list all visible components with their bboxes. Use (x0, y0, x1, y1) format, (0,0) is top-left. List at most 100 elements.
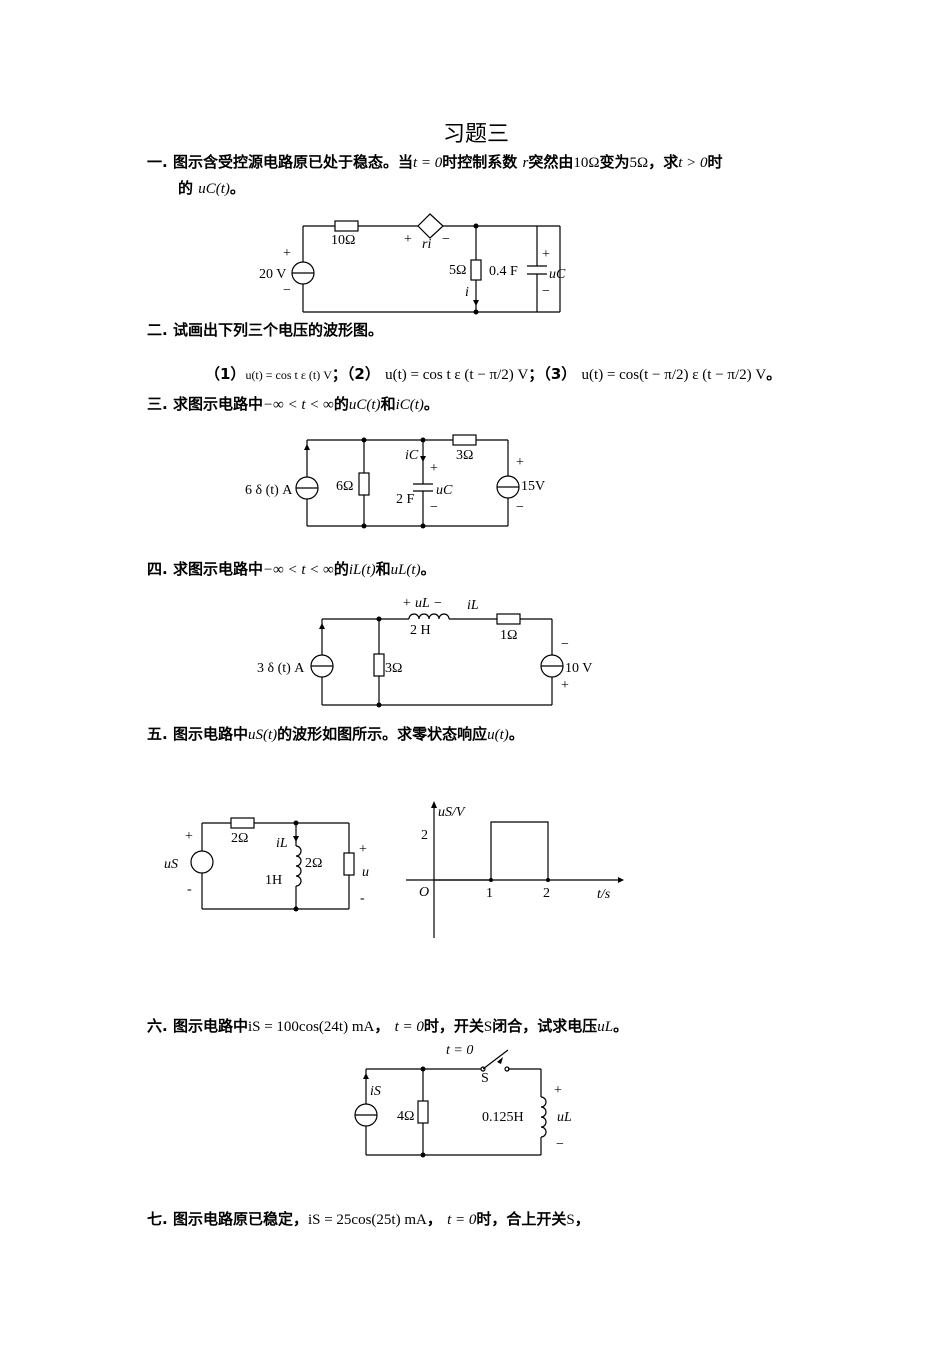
question-3: 三. 求图示电路中−∞ < t < ∞的uC(t)和iC(t)。 (147, 392, 439, 417)
x-tick-label: 1 (486, 886, 493, 901)
question-1-line2: 的 uC(t)。 (178, 176, 245, 201)
q1-cond: t = 0 (412, 155, 443, 171)
label-ul: uL (557, 1110, 572, 1125)
resistor-2ohm-series (230, 817, 255, 829)
label-r3: 3Ω (456, 448, 473, 463)
q1-number: 一. (147, 153, 168, 171)
label-r2b: 2Ω (305, 856, 322, 871)
q4-t1: iL(t) (348, 562, 376, 578)
label-r1: 1Ω (500, 628, 517, 643)
q5-end: 。 (508, 725, 524, 743)
circuit-1-wires (302, 225, 561, 313)
waveform-line (434, 821, 549, 881)
q4-and: 和 (375, 560, 391, 578)
q6-text-c: 时，开关 (423, 1017, 484, 1035)
label-plus: + (359, 842, 367, 857)
q1-r: r (522, 155, 529, 171)
label-ul: + uL − (402, 596, 442, 611)
x-axis-arrow-icon (618, 877, 624, 883)
q5-us: uS(t) (247, 727, 278, 743)
label-20v: 20 V (259, 267, 286, 282)
label-minus: − (516, 500, 524, 515)
label-uc: uC (436, 483, 453, 498)
question-5: 五. 图示电路中uS(t)的波形如图所示。求零状态响应u(t)。 (147, 722, 524, 747)
q6-text-d: 闭合，试求电压 (492, 1017, 598, 1035)
q2-e3: u(t) = cos(t − π/2) ε (t − π/2) V (581, 367, 767, 383)
label-il: iL (276, 836, 288, 851)
resistor-6ohm (358, 472, 370, 496)
q3-t1: uC(t) (348, 397, 381, 413)
y-axis-arrow-icon (431, 801, 437, 808)
q2-text: 试画出下列三个电压的波形图。 (172, 321, 383, 339)
y-tick-label: 2 (421, 828, 428, 843)
label-r6: 6Ω (336, 479, 353, 494)
question-6: 六. 图示电路中iS = 100cos(24t) mA， t = 0时，开关S闭… (147, 1014, 628, 1039)
q1-text: 图示含受控源电路原已处于稳态。当 (172, 153, 413, 171)
label-r2: 2Ω (231, 831, 248, 846)
q7-is: iS = 25cos(25t) mA (307, 1212, 427, 1228)
q4-range: −∞ < t < ∞ (262, 562, 334, 578)
resistor-3ohm (452, 434, 477, 446)
q7-end: ， (574, 1210, 590, 1228)
arrow-icon (473, 300, 479, 306)
label-minus: − (430, 500, 438, 515)
q3-text-b: 的 (333, 395, 349, 413)
q3-number: 三. (147, 395, 168, 413)
q5-text: 图示电路中 (172, 725, 248, 743)
label-ic: iC (405, 448, 419, 463)
resistor-10ohm (334, 220, 359, 232)
label-2f: 2 F (396, 492, 415, 507)
label-us: uS (164, 857, 178, 872)
label-plus: + (430, 461, 438, 476)
label-plus: + (185, 829, 193, 844)
label-t0: t = 0 (446, 1043, 473, 1058)
label-minus: − (542, 284, 550, 299)
q2-e2: u(t) = cos t ε (t − π/2) V (385, 367, 529, 383)
resistor-3ohm-q4 (373, 653, 385, 677)
q1-v1: 10Ω (573, 155, 600, 171)
q1-cond2: t > 0 (678, 155, 708, 171)
label-i: i (465, 285, 469, 300)
label-cap: 0.4 F (489, 264, 518, 279)
label-1h: 1H (265, 873, 282, 888)
q4-t2: uL(t) (390, 562, 421, 578)
label-plus: + (516, 455, 524, 470)
x-tick-dot (546, 878, 550, 882)
x-tick-dot (489, 878, 493, 882)
label-minus: - (187, 882, 192, 897)
voltage-source-us (190, 850, 214, 874)
page-title: 习题三 (442, 122, 509, 147)
q7-text: 图示电路原已稳定， (172, 1210, 308, 1228)
q1-v2: 5Ω (629, 155, 649, 171)
inductor-2h (408, 613, 450, 620)
label-s: S (481, 1071, 489, 1086)
q1-text-b: 时控制系数 (442, 153, 518, 171)
label-3delta: 3 δ (t) A (257, 661, 305, 676)
resistor-1ohm (496, 613, 521, 625)
label-u: u (362, 865, 369, 880)
q3-range: −∞ < t < ∞ (262, 397, 334, 413)
label-15v: 15V (521, 479, 545, 494)
q3-end: 。 (423, 395, 439, 413)
label-plus: + (404, 232, 412, 247)
switch-contact (504, 1066, 510, 1072)
q4-number: 四. (147, 560, 168, 578)
q7-text-c: 时，合上开关 (476, 1210, 567, 1228)
label-r4: 4Ω (397, 1109, 414, 1124)
switch-contact (480, 1066, 486, 1072)
q6-is: iS = 100cos(24t) mA (247, 1019, 375, 1035)
resistor-4ohm (417, 1100, 429, 1124)
label-r10: 10Ω (331, 233, 355, 248)
resistor-2ohm-load (343, 852, 355, 876)
dependent-source (417, 213, 444, 239)
q6-number: 六. (147, 1017, 168, 1035)
switch-s[interactable] (482, 1049, 509, 1070)
question-4: 四. 求图示电路中−∞ < t < ∞的iL(t)和uL(t)。 (147, 557, 436, 582)
q3-and: 和 (380, 395, 396, 413)
label-2h: 2 H (410, 623, 431, 638)
